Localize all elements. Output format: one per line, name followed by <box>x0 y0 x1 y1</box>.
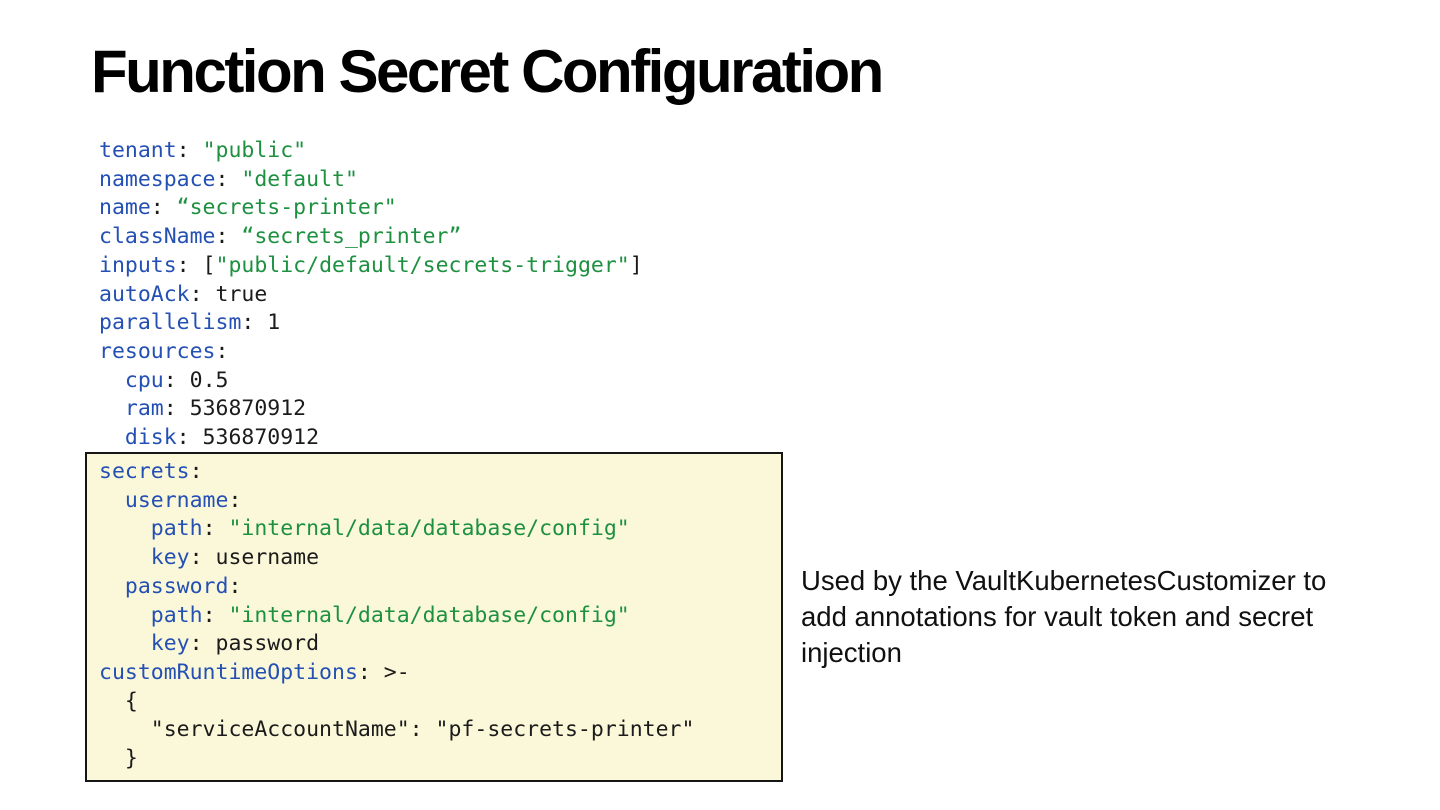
code-token-key: ram <box>124 396 164 422</box>
code-token-plain: : <box>215 224 242 250</box>
code-token-plain <box>99 425 125 450</box>
code-token-plain: { <box>99 688 138 714</box>
code-token-key: secrets <box>99 459 190 484</box>
code-token-plain: } <box>99 746 138 772</box>
code-token-key: key <box>150 545 190 571</box>
code-token-plain: : 536870912 <box>176 425 320 451</box>
code-token-plain: : true <box>189 281 268 307</box>
page-title: Function Secret Configuration <box>91 38 884 105</box>
code-token-plain <box>99 368 125 393</box>
code-token-plain: : <box>215 338 229 364</box>
code-token-str: "internal/data/database/config" <box>228 602 630 628</box>
code-token-key: name <box>99 195 151 221</box>
code-token-key: username <box>124 487 229 513</box>
code-token-plain: : <box>150 195 177 221</box>
code-token-plain: : <box>202 602 229 628</box>
code-token-plain <box>99 545 151 570</box>
code-token-key: autoAck <box>99 281 190 307</box>
code-token-key: parallelism <box>99 310 242 336</box>
code-token-plain: : <box>228 573 242 599</box>
code-token-plain: : <box>189 459 203 484</box>
code-token-plain <box>99 574 125 599</box>
code-token-plain: : username <box>189 545 320 571</box>
code-token-key: key <box>150 631 190 657</box>
secrets-highlight-box: secrets: username: path: "internal/data/… <box>85 452 783 782</box>
code-token-key: inputs <box>99 252 177 278</box>
code-token-plain: : [ <box>176 252 216 278</box>
code-token-plain: : <box>202 516 229 542</box>
code-token-plain: : 536870912 <box>163 396 307 422</box>
code-token-plain: : <box>176 138 203 163</box>
yaml-code-general: tenant: "public" namespace: "default" na… <box>99 137 643 453</box>
code-token-plain <box>99 396 125 421</box>
code-token-str: “secrets-printer" <box>176 195 397 221</box>
code-token-key: tenant <box>99 138 177 163</box>
code-token-key: disk <box>124 425 177 451</box>
code-token-plain: : password <box>189 631 320 657</box>
code-token-plain: "serviceAccountName": "pf-secrets-printe… <box>99 717 695 743</box>
code-token-key: path <box>150 602 203 628</box>
code-token-plain: : <box>215 166 242 192</box>
code-token-plain: : >- <box>357 659 410 685</box>
code-token-str: “secrets_printer” <box>241 224 462 250</box>
code-token-key: namespace <box>99 166 216 192</box>
annotation-text: Used by the VaultKubernetesCustomizer to… <box>801 565 1327 668</box>
code-token-key: resources <box>99 338 216 364</box>
code-token-plain: : 1 <box>241 310 281 336</box>
code-token-plain: ] <box>629 252 643 278</box>
code-token-key: password <box>124 573 229 599</box>
code-token-key: className <box>99 224 216 250</box>
code-token-plain <box>99 631 151 656</box>
code-token-str: "default" <box>241 166 358 192</box>
code-token-plain: : 0.5 <box>163 367 229 393</box>
code-token-plain <box>99 603 151 628</box>
code-token-str: "public/default/secrets-trigger" <box>215 252 630 278</box>
code-token-key: customRuntimeOptions <box>99 659 358 685</box>
code-token-plain <box>99 516 151 541</box>
yaml-code-secrets: secrets: username: path: "internal/data/… <box>87 454 781 774</box>
code-token-plain <box>99 488 125 513</box>
code-token-str: "internal/data/database/config" <box>228 516 630 542</box>
code-token-key: cpu <box>124 367 164 393</box>
code-token-key: path <box>150 516 203 542</box>
code-token-str: "public" <box>202 138 307 163</box>
code-token-plain: : <box>228 487 242 513</box>
